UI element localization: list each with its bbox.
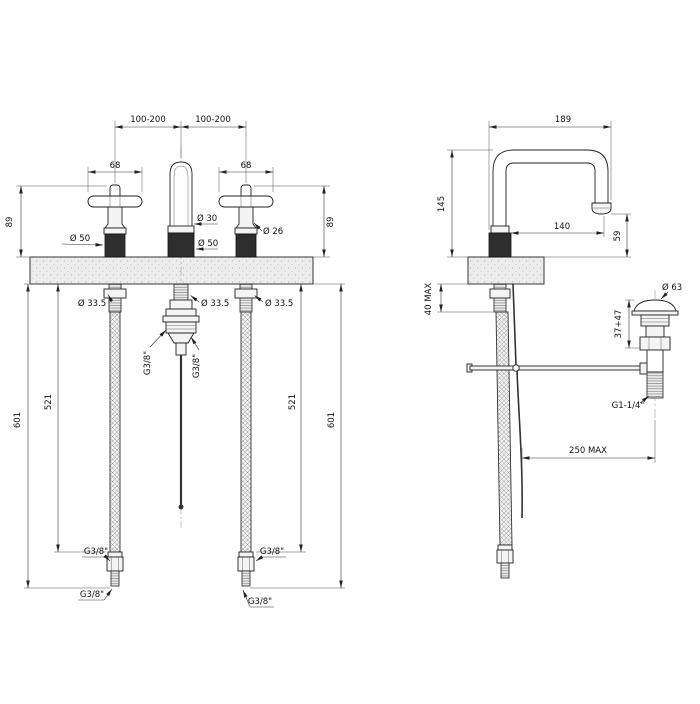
dim-dia-spout-base: Ø 50	[198, 238, 218, 249]
label-thread-hose-left: G3/8"	[84, 547, 108, 557]
label-waste-thread: G1-1/4"	[612, 401, 645, 411]
drain-assembly	[631, 290, 679, 420]
handle-right	[218, 184, 274, 258]
spout-side	[488, 149, 612, 258]
dim-handle-width-left: 68	[110, 161, 121, 171]
dim-dia-handle-neck: Ø 26	[263, 226, 283, 237]
dim-hose-len-right: 521	[288, 394, 298, 410]
spout-front	[167, 161, 195, 258]
dim-reach-outlet: 140	[554, 222, 570, 232]
supply-hose-right	[234, 283, 258, 587]
dim-spout-height: 145	[437, 196, 447, 212]
dim-total-len-left: 601	[13, 412, 23, 428]
label-thread-tip-left: G3/8"	[80, 590, 104, 600]
label-thread-popup-left: G3/8"	[143, 351, 153, 375]
dim-dia-shank-center: Ø 33.5	[201, 298, 229, 309]
dim-handle-width-right: 68	[241, 161, 252, 171]
popup-waste-front	[162, 283, 200, 510]
dim-spacing-right: 100-200	[195, 115, 231, 125]
dim-height-left: 89	[5, 217, 15, 228]
popup-linkage	[466, 283, 649, 519]
label-thread-popup-right: G3/8"	[192, 354, 202, 378]
dimensions-front: 100-200 100-200 68 68 89 89 Ø 50 Ø 3	[5, 115, 345, 608]
dim-outlet-height: 59	[613, 231, 623, 242]
handle-left	[87, 184, 143, 258]
dim-dia-shank-right: Ø 33.5	[265, 298, 293, 309]
dimensions-side: 189 145 140 59 40 MAX Ø 63	[424, 115, 682, 463]
dim-total-len-right: 601	[327, 412, 337, 428]
countertop-front	[29, 256, 314, 285]
dim-spacing-left: 100-200	[130, 115, 166, 125]
dim-deck-thickness: 40 MAX	[424, 283, 434, 316]
dim-rod-reach: 250 MAX	[569, 446, 607, 456]
front-view: 100-200 100-200 68 68 89 89 Ø 50 Ø 3	[5, 115, 345, 608]
dim-waste-adjust: 37+47	[614, 310, 624, 339]
dim-dia-spout-top: Ø 30	[197, 213, 217, 224]
countertop-side	[467, 256, 545, 285]
label-thread-hose-right: G3/8"	[260, 547, 284, 557]
dim-reach-total: 189	[555, 115, 571, 125]
dim-height-right: 89	[326, 217, 336, 228]
dim-dia-waste-flange: Ø 63	[662, 282, 682, 293]
side-view: 189 145 140 59 40 MAX Ø 63	[424, 115, 682, 579]
dim-dia-handle-base: Ø 50	[70, 233, 90, 244]
dim-hose-len-left: 521	[44, 394, 54, 410]
dim-dia-shank-left: Ø 33.5	[78, 298, 106, 309]
supply-hose-left	[103, 283, 127, 587]
label-thread-tip-right: G3/8"	[248, 597, 272, 607]
